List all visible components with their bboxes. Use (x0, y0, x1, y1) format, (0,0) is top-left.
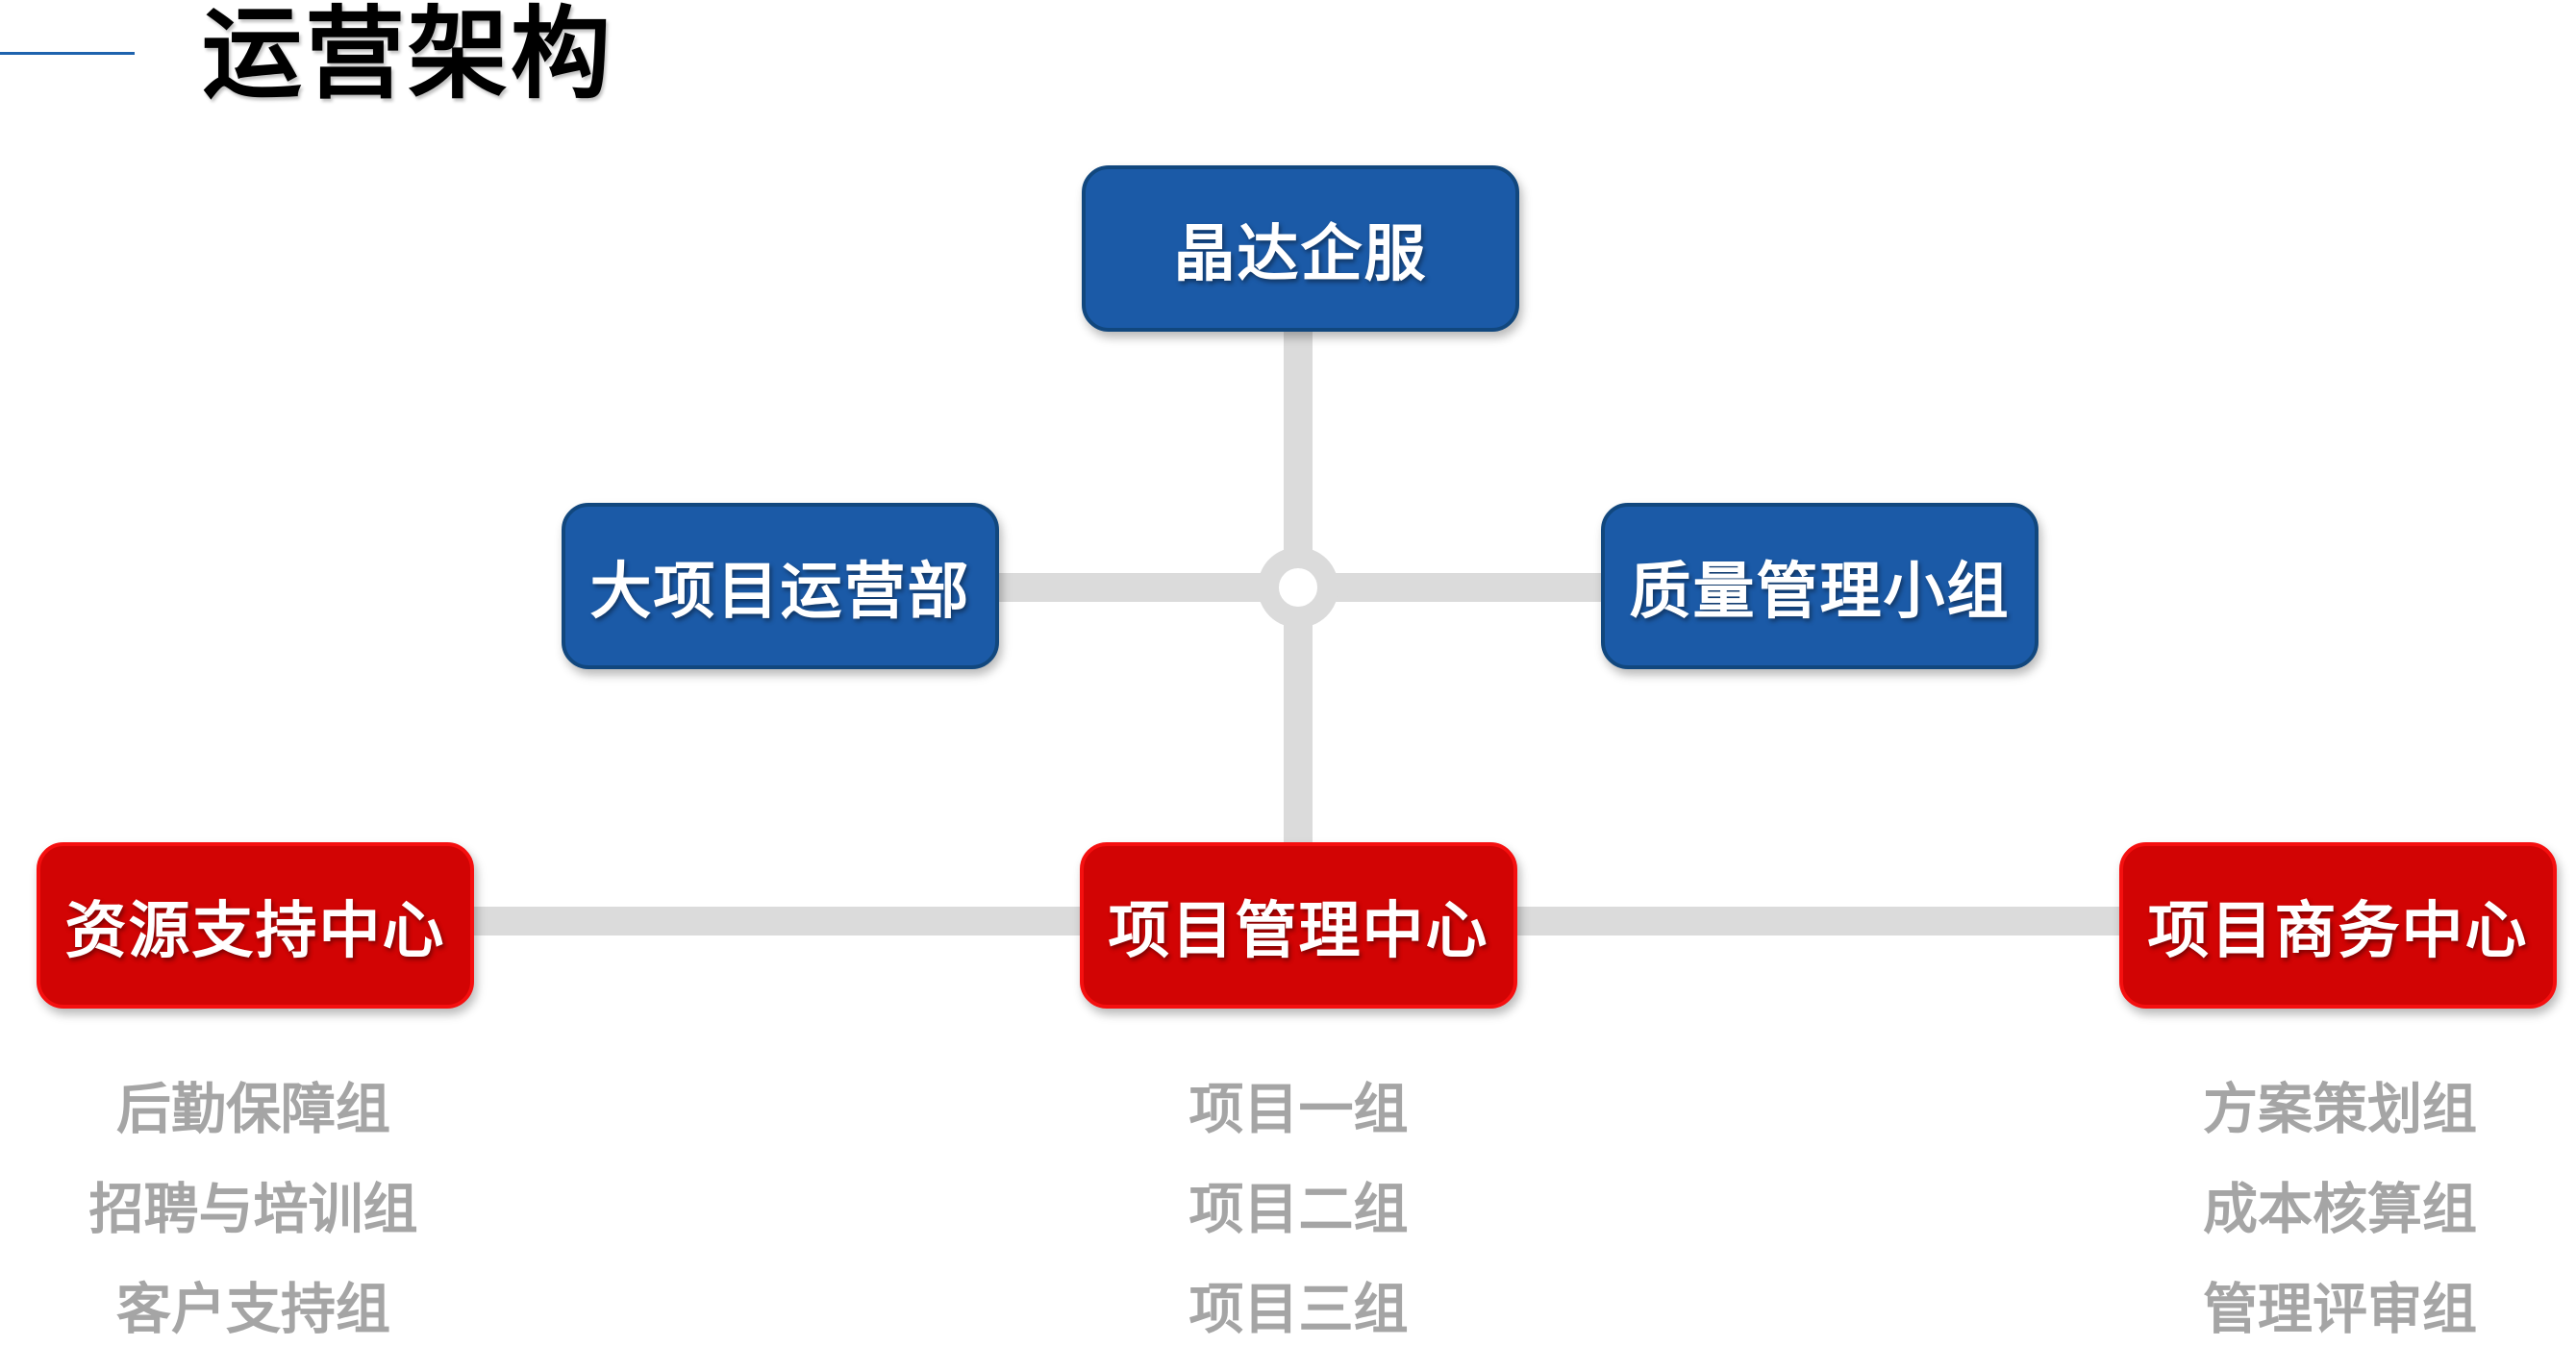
group-label: 方案策划组 (2203, 1079, 2477, 1140)
org-node-department-quality: 质量管理小组 (1601, 503, 2038, 669)
org-node-center-project-management: 项目管理中心 (1080, 842, 1517, 1009)
org-node-label: 资源支持中心 (64, 895, 446, 965)
page-title: 运营架构 (202, 0, 614, 111)
group-label: 项目二组 (1188, 1179, 1409, 1240)
org-node-center-project-business: 项目商务中心 (2119, 842, 2557, 1009)
org-node-root-label: 晶达企服 (1173, 218, 1428, 288)
group-list-project-management: 项目一组 项目二组 项目三组 (1080, 1060, 1517, 1360)
group-list-resource-support: 后勤保障组 招聘与培训组 客户支持组 (35, 1060, 472, 1360)
org-node-label: 质量管理小组 (1629, 556, 2011, 626)
group-label: 项目一组 (1188, 1079, 1409, 1140)
org-node-label: 项目商务中心 (2147, 895, 2529, 965)
org-node-label: 项目管理中心 (1108, 895, 1489, 965)
org-node-department-operations: 大项目运营部 (562, 503, 999, 669)
group-label: 后勤保障组 (116, 1079, 390, 1140)
org-node-center-resource-support: 资源支持中心 (37, 842, 474, 1009)
title-accent-line (0, 52, 135, 55)
group-list-project-business: 方案策划组 成本核算组 管理评审组 (2121, 1060, 2559, 1360)
org-node-root: 晶达企服 (1082, 165, 1519, 332)
connector-hub-circle (1258, 547, 1338, 628)
group-label: 客户支持组 (116, 1279, 390, 1340)
group-label: 管理评审组 (2203, 1279, 2477, 1340)
group-label: 招聘与培训组 (88, 1179, 418, 1240)
connector-centers-horizontal-left (469, 907, 1085, 935)
group-label: 成本核算组 (2203, 1179, 2477, 1240)
connector-centers-horizontal-right (1513, 907, 2123, 935)
org-node-label: 大项目运营部 (589, 556, 971, 626)
group-label: 项目三组 (1188, 1279, 1409, 1340)
